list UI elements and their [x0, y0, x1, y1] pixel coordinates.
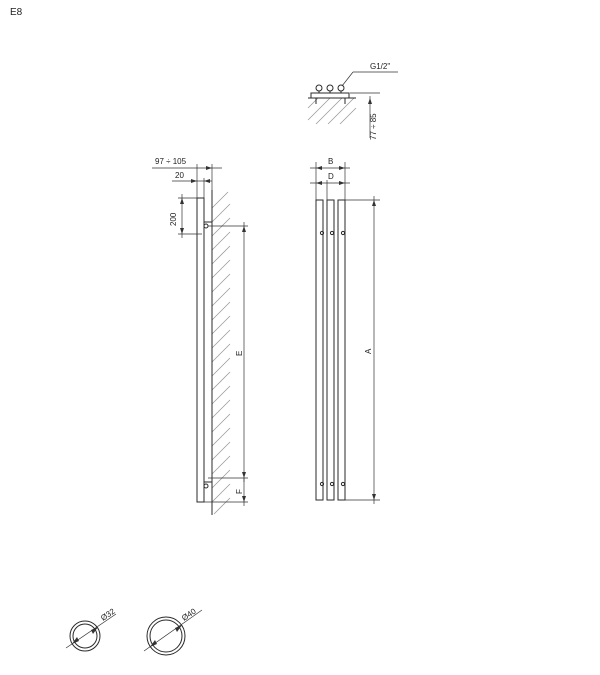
dim-f-label: F — [235, 489, 244, 494]
valve-group — [315, 84, 346, 104]
front-connection-3 — [340, 230, 346, 236]
pipe-section-small: Ø32 — [65, 606, 117, 652]
pipe-large-inner — [149, 619, 183, 653]
thread-label: G1/2" — [370, 62, 390, 71]
front-connection-1 — [319, 230, 325, 236]
valve-3 — [337, 84, 345, 92]
valve-2 — [326, 84, 334, 92]
top-offset-label: 200 — [169, 212, 178, 226]
front-connection-4 — [319, 481, 325, 487]
pipe-small-outer — [69, 620, 101, 652]
pipe-small-inner — [72, 623, 98, 649]
pipe-offset-label: 20 — [175, 171, 184, 180]
front-view: B D A — [310, 157, 380, 504]
radiator-tube-1 — [315, 199, 324, 501]
side-view: 97 ÷ 105 20 200 E F — [152, 157, 248, 515]
radiator-tube-side — [196, 197, 205, 503]
top-view-connection-detail: G1/2" 77 ÷ 85 — [307, 62, 398, 140]
pipe-small-label: Ø32 — [99, 606, 117, 622]
model-code: E8 — [10, 7, 23, 18]
radiator-tube-2 — [326, 199, 335, 501]
front-connection-5 — [329, 481, 335, 487]
front-connection-6 — [340, 481, 346, 487]
dim-b-label: B — [328, 157, 333, 166]
pipe-large-outer — [146, 616, 186, 656]
dim-e-label: E — [235, 351, 244, 356]
connection-height-label: 77 ÷ 85 — [369, 113, 378, 140]
manifold-body — [310, 92, 350, 99]
lower-connection-side — [203, 483, 209, 489]
front-connection-2 — [329, 230, 335, 236]
top-view-wall-hatch — [307, 97, 357, 125]
pipe-section-large: Ø40 — [143, 606, 203, 656]
side-view-wall-hatch — [211, 191, 231, 515]
wall-distance-label: 97 ÷ 105 — [155, 157, 187, 166]
valve-1 — [315, 84, 323, 92]
dim-d-label: D — [328, 172, 334, 181]
radiator-tube-3 — [337, 199, 346, 501]
upper-connection-side — [203, 223, 209, 229]
pipe-large-label: Ø40 — [180, 606, 198, 622]
dim-a-label: A — [364, 348, 373, 354]
